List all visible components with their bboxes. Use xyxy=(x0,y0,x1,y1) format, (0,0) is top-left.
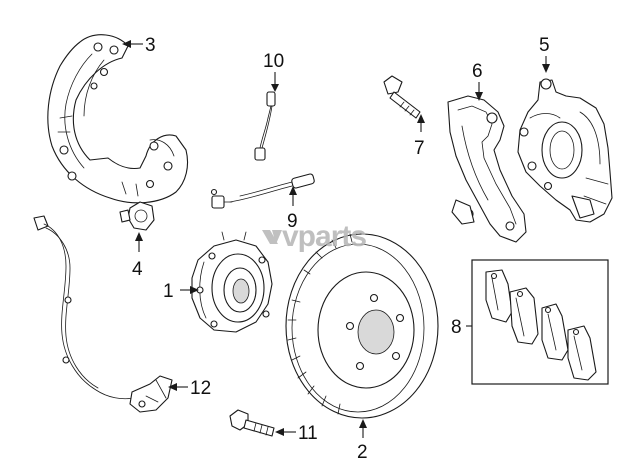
part-12-abs-sensor xyxy=(33,215,173,413)
vparts-mark-icon xyxy=(262,230,282,244)
callout-8-label: 8 xyxy=(451,317,462,338)
callout-11-label: 11 xyxy=(298,423,318,444)
part-1-hub-assembly xyxy=(191,231,273,333)
part-6-caliper-bracket xyxy=(447,95,527,243)
part-10-wear-sensor xyxy=(254,91,276,161)
callout-12-label: 12 xyxy=(190,378,211,399)
callout-1-label: 1 xyxy=(163,281,174,302)
callout-9-label: 9 xyxy=(287,211,298,232)
callout-10: 10 xyxy=(263,51,284,92)
callout-5-label: 5 xyxy=(539,35,550,56)
callout-3: 3 xyxy=(122,35,156,56)
callout-7-label: 7 xyxy=(414,138,425,159)
callout-12: 12 xyxy=(168,378,211,399)
part-7-caliper-bolt xyxy=(383,75,421,119)
callout-6-label: 6 xyxy=(472,61,483,82)
callout-2: 2 xyxy=(357,419,368,463)
part-11-bolt xyxy=(229,409,275,437)
part-9-wear-sensor xyxy=(210,173,315,209)
callout-9: 9 xyxy=(287,186,298,232)
callout-2-label: 2 xyxy=(357,442,368,463)
callout-4: 4 xyxy=(132,232,143,280)
callout-8: 8 xyxy=(451,317,472,338)
watermark-brand: vparts xyxy=(282,220,366,253)
part-2-brake-rotor xyxy=(285,233,439,419)
callout-11: 11 xyxy=(275,423,318,444)
callout-6: 6 xyxy=(472,61,483,101)
callout-10-label: 10 xyxy=(263,51,284,72)
callout-5: 5 xyxy=(539,35,550,73)
callout-3-label: 3 xyxy=(145,35,156,56)
callout-7: 7 xyxy=(414,114,425,159)
callout-4-label: 4 xyxy=(132,259,143,280)
part-3-splash-shield xyxy=(47,34,189,204)
part-5-brake-caliper xyxy=(517,78,613,223)
vparts-watermark-logo: vparts xyxy=(262,220,367,253)
callout-1: 1 xyxy=(163,281,199,302)
part-4-hub-nut xyxy=(119,201,155,231)
part-8-brake-pad-set xyxy=(471,259,609,385)
